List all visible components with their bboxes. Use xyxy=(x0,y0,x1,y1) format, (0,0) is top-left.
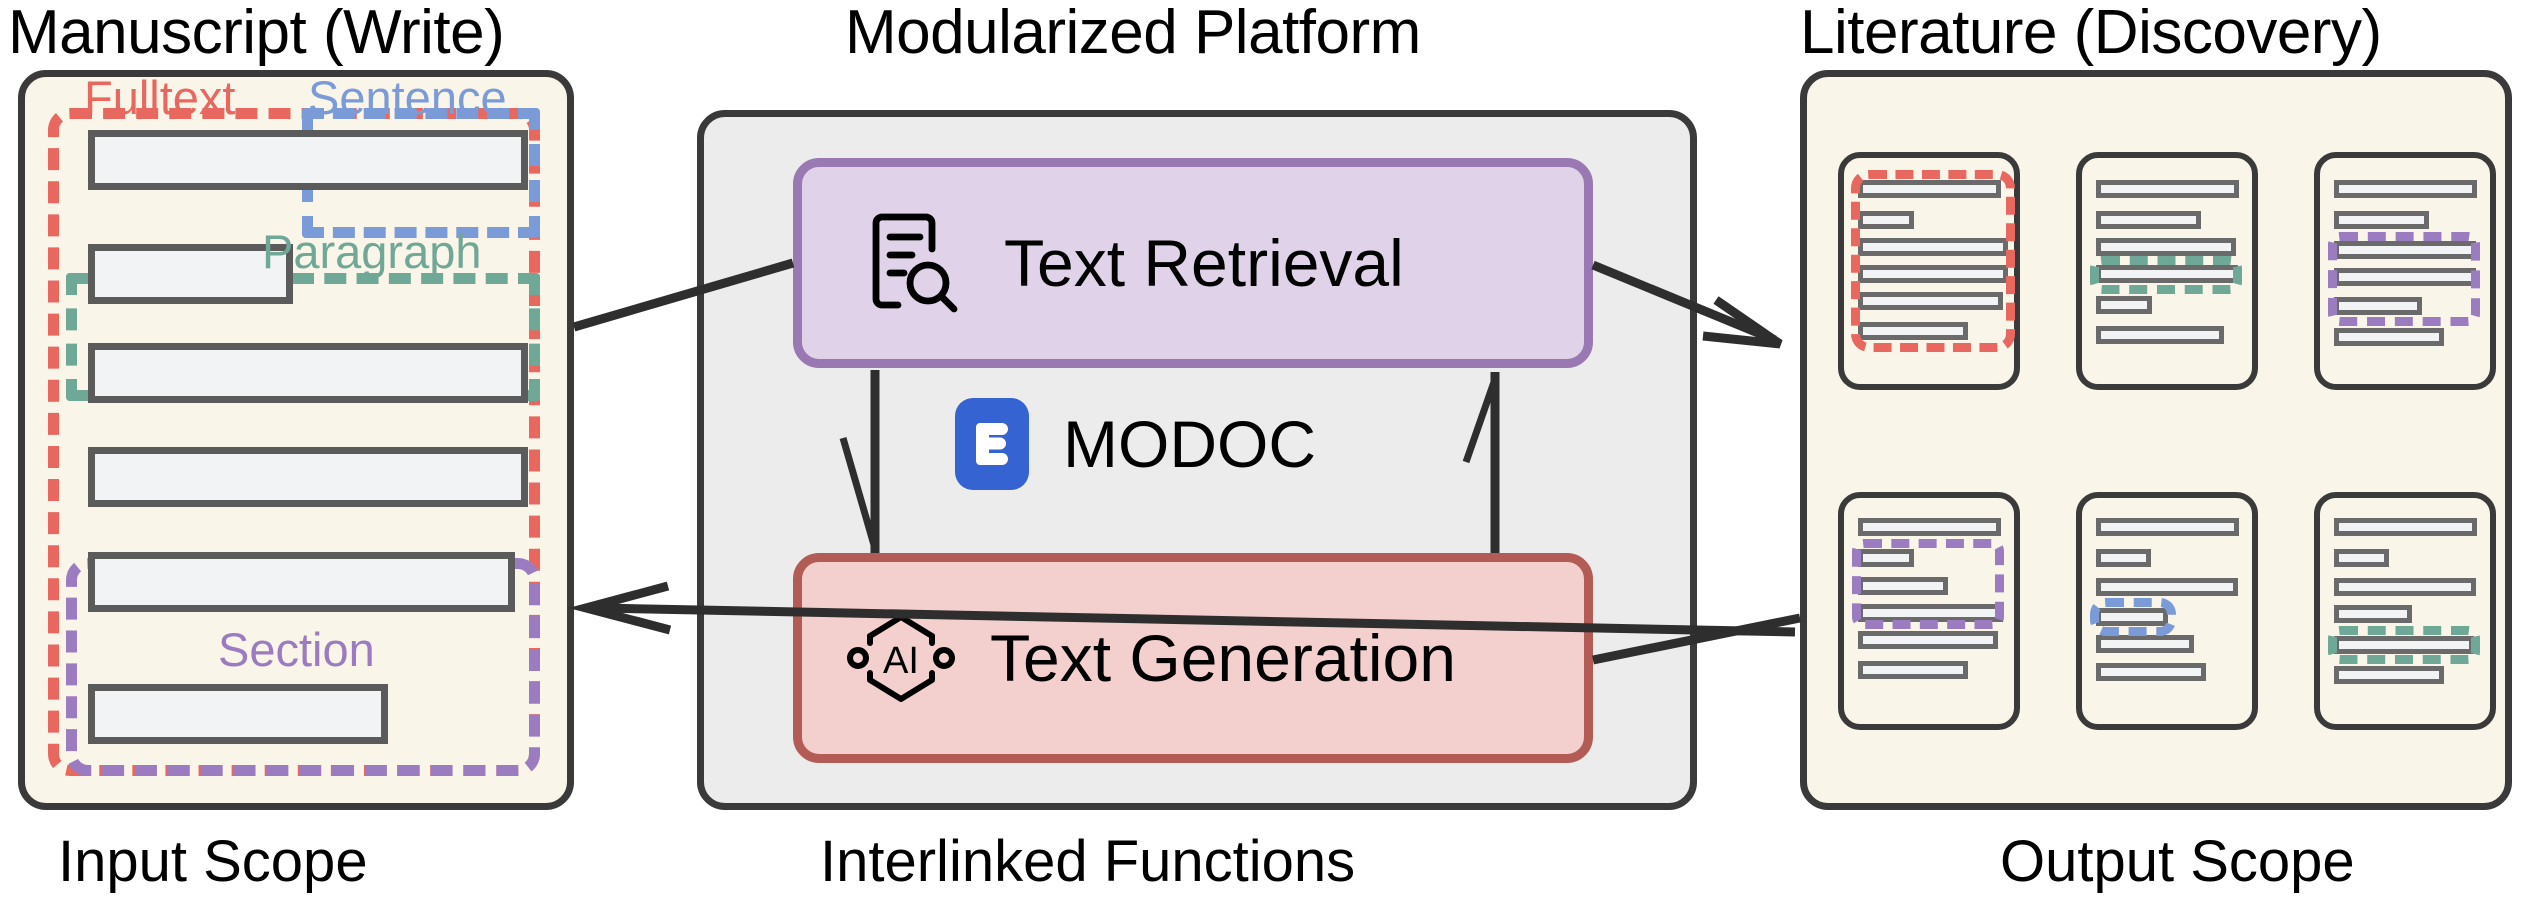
card-line xyxy=(1858,292,2003,310)
card-highlight-fulltext xyxy=(1851,170,2015,352)
literature-card[interactable] xyxy=(2076,492,2258,730)
manuscript-line xyxy=(88,343,528,403)
document-search-icon xyxy=(864,209,960,317)
card-line xyxy=(2096,578,2238,596)
footer-right: Output Scope xyxy=(2000,829,2355,894)
card-line xyxy=(1858,180,2001,198)
scope-label-sentence: Sentence xyxy=(308,71,507,124)
card-highlight-paragraph xyxy=(2328,626,2480,664)
card-line xyxy=(2334,180,2477,198)
card-line xyxy=(2334,605,2412,623)
modoc-logo-icon xyxy=(955,398,1029,490)
card-line xyxy=(2096,211,2201,229)
text-generation-label: Text Generation xyxy=(990,621,1456,695)
card-line xyxy=(2096,180,2239,198)
card-line xyxy=(2096,635,2194,653)
literature-card[interactable] xyxy=(1838,492,2020,730)
card-line xyxy=(2096,518,2239,536)
card-line xyxy=(2334,211,2429,229)
literature-card[interactable] xyxy=(2314,152,2496,390)
header-right: Literature (Discovery) xyxy=(1800,0,2382,67)
text-retrieval-label: Text Retrieval xyxy=(1004,226,1404,300)
card-line xyxy=(1858,518,2001,536)
svg-text:AI: AI xyxy=(883,640,919,682)
card-highlight-paragraph xyxy=(2090,256,2242,294)
card-line xyxy=(1858,265,2008,283)
text-generation-box[interactable]: AI Text Generation xyxy=(793,553,1593,763)
manuscript-line xyxy=(88,244,293,304)
modoc-label: MODOC xyxy=(1063,407,1316,481)
modoc-brand: MODOC xyxy=(955,398,1316,490)
card-line xyxy=(2334,549,2389,567)
card-line xyxy=(1858,322,1968,340)
card-line xyxy=(1858,211,1914,229)
manuscript-line xyxy=(88,130,528,190)
card-line xyxy=(2096,549,2151,567)
manuscript-line xyxy=(88,552,515,612)
card-line xyxy=(1858,238,2008,256)
card-line xyxy=(2334,666,2444,684)
ai-hexagon-icon: AI xyxy=(842,601,960,715)
scope-label-fulltext: Fulltext xyxy=(84,71,236,124)
header-left: Manuscript (Write) xyxy=(8,0,505,67)
scope-label-section: Section xyxy=(218,623,375,676)
scope-label-paragraph: Paragraph xyxy=(262,225,482,278)
text-retrieval-box[interactable]: Text Retrieval xyxy=(793,158,1593,368)
card-line xyxy=(1858,661,1968,679)
literature-card[interactable] xyxy=(1838,152,2020,390)
card-highlight-section xyxy=(2328,232,2480,326)
card-line xyxy=(2096,663,2206,681)
manuscript-line xyxy=(88,447,528,507)
card-line xyxy=(2096,238,2236,256)
header-middle: Modularized Platform xyxy=(845,0,1421,67)
manuscript-line xyxy=(88,684,388,744)
card-highlight-section xyxy=(1852,539,2004,629)
footer-middle: Interlinked Functions xyxy=(820,829,1356,894)
literature-card[interactable] xyxy=(2076,152,2258,390)
card-line xyxy=(2096,296,2152,314)
card-line xyxy=(2334,328,2444,346)
card-line xyxy=(2334,578,2476,596)
literature-card[interactable] xyxy=(2314,492,2496,730)
footer-left: Input Scope xyxy=(58,829,368,894)
card-highlight-sentence xyxy=(2090,598,2176,636)
card-line xyxy=(1858,631,1998,649)
card-line xyxy=(2096,326,2224,344)
card-line xyxy=(2334,518,2477,536)
